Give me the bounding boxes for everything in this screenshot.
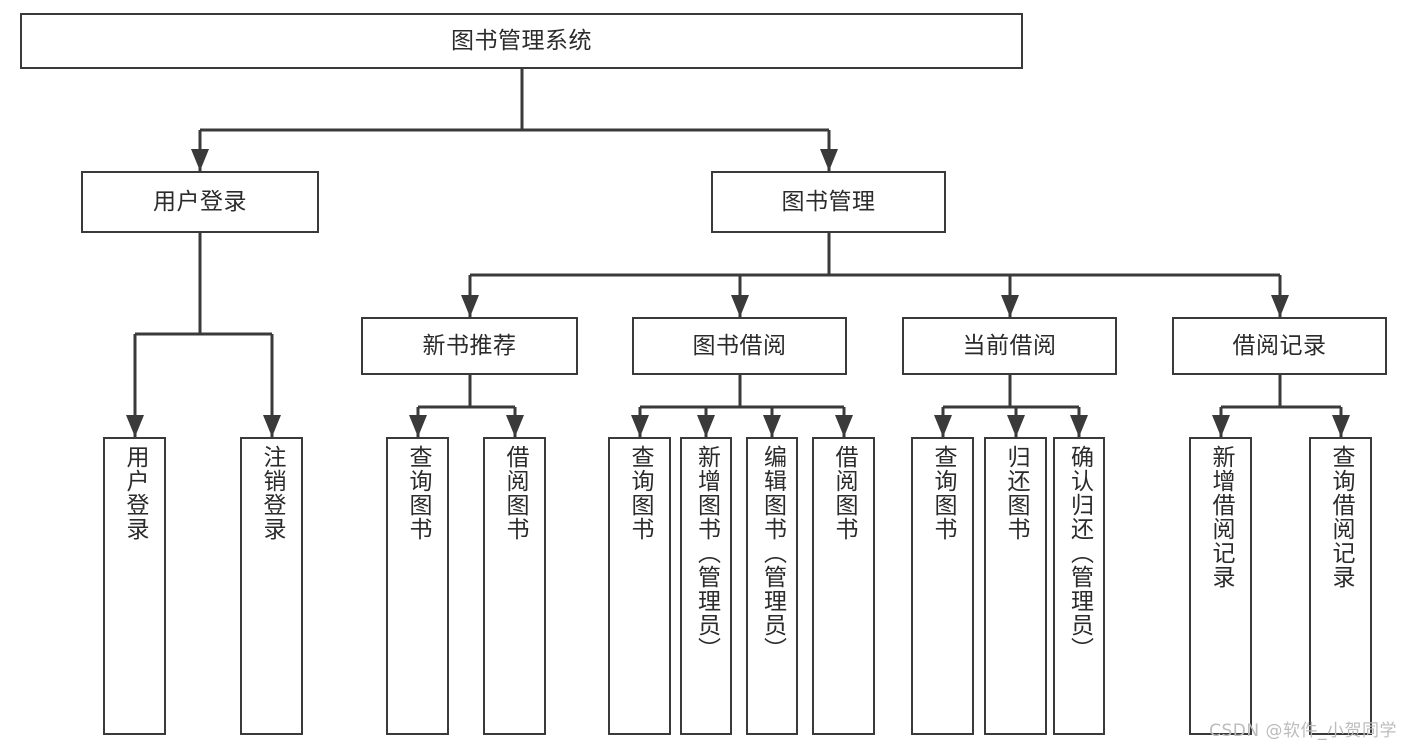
leaf-query-book-3[interactable]: 查询图书 — [911, 437, 974, 735]
leaf-query-borrow-record-label: 查询借阅记录 — [1328, 445, 1354, 589]
leaf-edit-book-label: 编辑图书（管理员） — [759, 445, 786, 661]
leaf-borrow-book-1[interactable]: 借阅图书 — [483, 437, 546, 735]
leaf-query-borrow-record[interactable]: 查询借阅记录 — [1309, 437, 1372, 735]
leaf-confirm-return[interactable]: 确认归还（管理员） — [1053, 437, 1105, 735]
csdn-watermark: CSDN @软件_小贺同学 — [1209, 721, 1397, 741]
leaf-return-book-label: 归还图书 — [1003, 445, 1029, 541]
node-current-borrow-label: 当前借阅 — [962, 332, 1057, 359]
node-current-borrow[interactable]: 当前借阅 — [902, 317, 1117, 375]
leaf-borrow-book-2-label: 借阅图书 — [831, 445, 857, 541]
leaf-borrow-book-2[interactable]: 借阅图书 — [812, 437, 875, 735]
leaf-add-borrow-record[interactable]: 新增借阅记录 — [1189, 437, 1252, 735]
node-borrow-record-label: 借阅记录 — [1232, 332, 1327, 359]
leaf-logout-label: 注销登录 — [259, 445, 285, 541]
leaf-add-borrow-record-label: 新增借阅记录 — [1208, 445, 1234, 589]
leaf-confirm-return-label: 确认归还（管理员） — [1066, 445, 1093, 661]
node-book-manage[interactable]: 图书管理 — [711, 171, 946, 233]
node-user-login[interactable]: 用户登录 — [81, 171, 319, 233]
leaf-add-book-label: 新增图书（管理员） — [693, 445, 720, 661]
leaf-query-book-3-label: 查询图书 — [930, 445, 956, 541]
leaf-query-book-1[interactable]: 查询图书 — [386, 437, 449, 735]
node-borrow-record[interactable]: 借阅记录 — [1172, 317, 1387, 375]
node-new-book-recommend[interactable]: 新书推荐 — [361, 317, 578, 375]
node-book-manage-label: 图书管理 — [781, 188, 876, 215]
leaf-borrow-book-1-label: 借阅图书 — [502, 445, 528, 541]
node-user-login-label: 用户登录 — [153, 188, 247, 215]
node-new-book-recommend-label: 新书推荐 — [422, 332, 517, 359]
leaf-query-book-1-label: 查询图书 — [405, 445, 431, 541]
leaf-add-book[interactable]: 新增图书（管理员） — [680, 437, 732, 735]
node-book-borrow[interactable]: 图书借阅 — [632, 317, 847, 375]
leaf-logout[interactable]: 注销登录 — [240, 437, 303, 735]
leaf-query-book-2[interactable]: 查询图书 — [608, 437, 671, 735]
leaf-return-book[interactable]: 归还图书 — [984, 437, 1047, 735]
leaf-edit-book[interactable]: 编辑图书（管理员） — [746, 437, 798, 735]
leaf-query-book-2-label: 查询图书 — [627, 445, 653, 541]
node-root-label: 图书管理系统 — [451, 27, 592, 54]
leaf-user-login[interactable]: 用户登录 — [103, 437, 166, 735]
node-book-borrow-label: 图书借阅 — [692, 332, 787, 359]
leaf-user-login-label: 用户登录 — [122, 445, 148, 541]
node-root[interactable]: 图书管理系统 — [20, 13, 1023, 69]
